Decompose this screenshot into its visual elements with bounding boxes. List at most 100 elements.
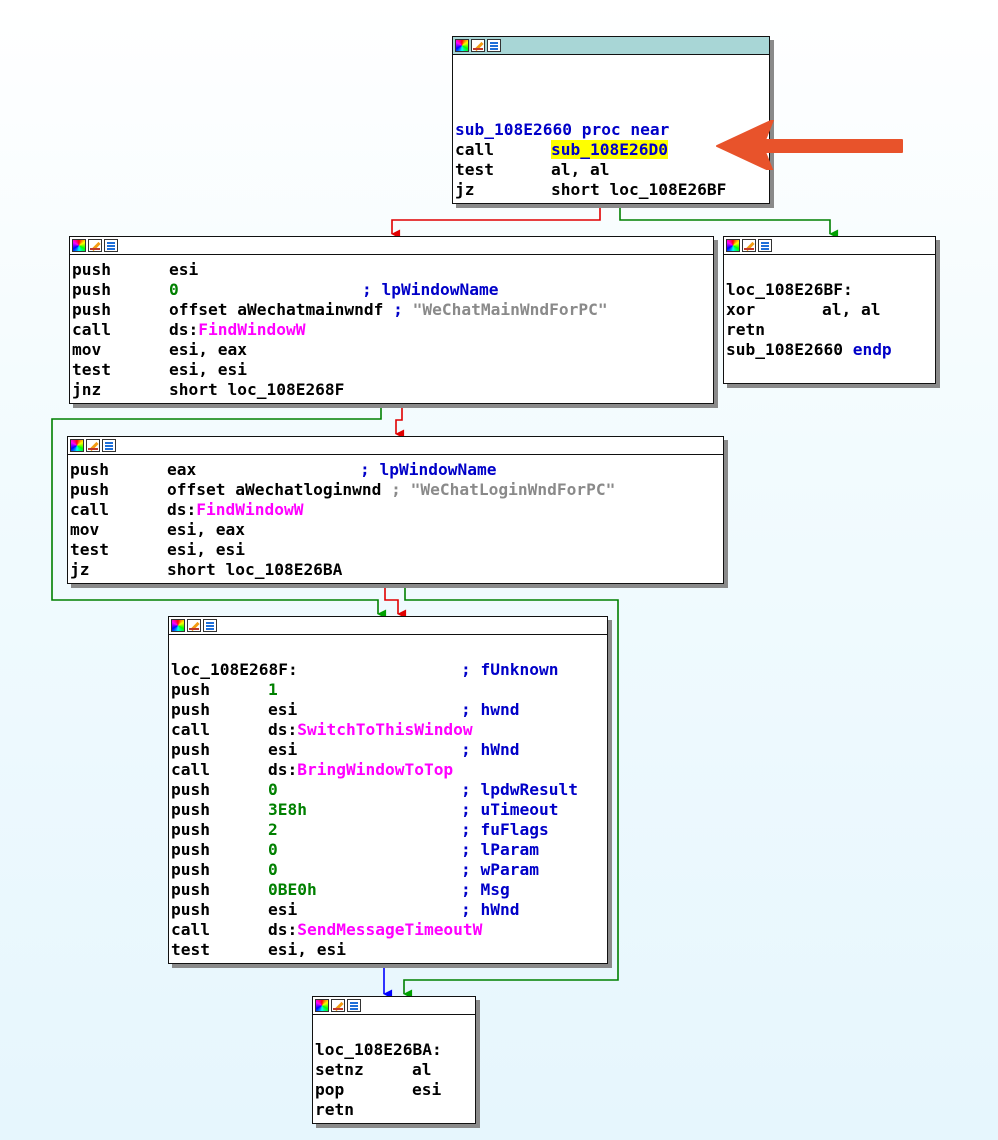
proc-name: sub_108E2660 (726, 340, 843, 359)
highlighted-call-target[interactable]: sub_108E26D0 (551, 140, 668, 159)
mnemonic: test (171, 940, 210, 959)
asm-line[interactable]: loc_108E268F:; fUnknown (171, 660, 605, 680)
color-palette-icon[interactable] (70, 439, 84, 452)
color-palette-icon[interactable] (171, 619, 185, 632)
comment: ; fuFlags (461, 820, 549, 839)
edit-pencil-icon[interactable] (331, 999, 345, 1012)
graph-view-icon[interactable] (487, 39, 501, 52)
api-call-name[interactable]: SendMessageTimeoutW (297, 920, 483, 939)
asm-line[interactable]: sub_108E2660 proc near (455, 120, 767, 140)
color-palette-icon[interactable] (72, 239, 86, 252)
mnemonic: push (72, 300, 111, 319)
edit-pencil-icon[interactable] (88, 239, 102, 252)
asm-line[interactable]: push esi ; hWnd (171, 740, 605, 760)
graph-view-icon[interactable] (104, 239, 118, 252)
asm-line[interactable]: retn (315, 1100, 473, 1120)
mnemonic: push (171, 900, 210, 919)
color-palette-icon[interactable] (726, 239, 740, 252)
edit-pencil-icon[interactable] (471, 39, 485, 52)
jump-target[interactable]: short loc_108E26BF (551, 180, 727, 199)
api-call-name[interactable]: FindWindowW (198, 320, 306, 339)
edit-pencil-icon[interactable] (742, 239, 756, 252)
immediate-value: 3E8h (268, 800, 307, 819)
graph-view-icon[interactable] (203, 619, 217, 632)
comment: ; (383, 300, 413, 319)
mnemonic: push (171, 700, 210, 719)
immediate-value: 0 (268, 840, 278, 859)
api-call-name[interactable]: FindWindowW (196, 500, 304, 519)
block-header[interactable] (70, 237, 713, 255)
graph-view-icon[interactable] (102, 439, 116, 452)
comment: ; Msg (461, 880, 510, 899)
block-label[interactable]: loc_108E268F: (171, 660, 298, 679)
comment: ; (381, 480, 411, 499)
edit-pencil-icon[interactable] (187, 619, 201, 632)
block-label[interactable]: loc_108E26BF: (726, 280, 853, 299)
block-header[interactable] (313, 997, 475, 1015)
graph-view-icon[interactable] (347, 999, 361, 1012)
block-label[interactable]: loc_108E26BA: (315, 1040, 442, 1059)
api-call-name[interactable]: SwitchToThisWindow (297, 720, 473, 739)
comment: ; lpdwResult (461, 780, 578, 799)
operands: esi (268, 740, 298, 759)
mnemonic: push (171, 840, 210, 859)
color-palette-icon[interactable] (455, 39, 469, 52)
operands: esi (412, 1080, 442, 1099)
edit-pencil-icon[interactable] (86, 439, 100, 452)
block-header[interactable] (68, 437, 723, 455)
operands[interactable]: offset aWechatmainwndf (169, 300, 384, 319)
graph-view-icon[interactable] (758, 239, 772, 252)
comment: ; hWnd (461, 740, 520, 759)
api-call-name[interactable]: BringWindowToTop (297, 760, 454, 779)
color-palette-icon[interactable] (315, 999, 329, 1012)
jump-target[interactable]: short loc_108E26BA (167, 560, 343, 579)
mnemonic: push (171, 740, 210, 759)
asm-line[interactable]: sub_108E2660 endp (726, 340, 933, 360)
jump-target[interactable]: short loc_108E268F (169, 380, 345, 399)
asm-line[interactable]: retn (726, 320, 933, 340)
block-header[interactable] (453, 37, 769, 55)
block-header[interactable] (169, 617, 607, 635)
operands: al (412, 1060, 432, 1079)
block-header[interactable] (724, 237, 935, 255)
operands[interactable]: offset aWechatloginwnd (167, 480, 382, 499)
